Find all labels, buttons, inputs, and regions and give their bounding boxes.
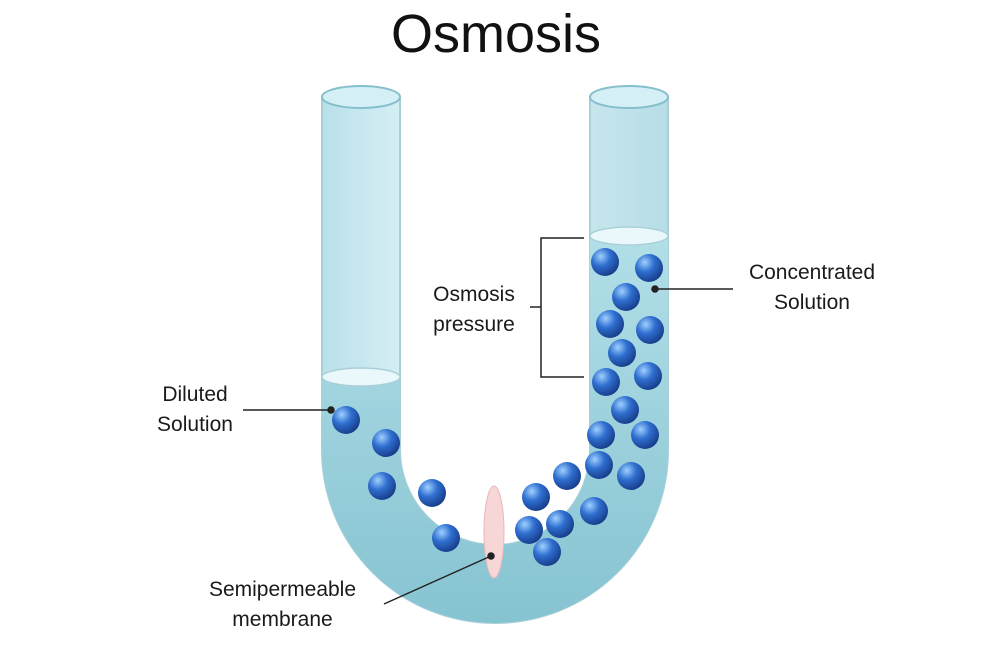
solute-particle-icon (592, 368, 620, 396)
solute-particle-icon (585, 451, 613, 479)
diluted-solution-label: Diluted Solution (140, 380, 250, 440)
concentrated-surface (589, 226, 669, 246)
page-title: Osmosis (390, 4, 601, 64)
solution-liquid (322, 236, 668, 623)
solute-particle-icon (587, 421, 615, 449)
membrane-icon (483, 485, 505, 579)
solute-particle-icon (368, 472, 396, 500)
solute-particle-icon (418, 479, 446, 507)
solute-particle-icon (332, 406, 360, 434)
concentrated-solution-label: Concentrated Solution (732, 258, 892, 318)
diluted-particles (332, 406, 460, 552)
leader-lines (243, 237, 733, 605)
concentrated-label-line2: Solution (774, 291, 850, 314)
concentrated-label-line1: Concentrated (748, 261, 876, 284)
membrane-leader-dot (487, 552, 495, 560)
concentrated-particles (515, 248, 664, 566)
right-tube-opening (589, 85, 669, 109)
concentrated-leader-dot (651, 285, 659, 293)
solute-particle-icon (372, 429, 400, 457)
solute-particle-icon (636, 316, 664, 344)
solute-particle-icon (634, 362, 662, 390)
membrane-label-line1: Semipermeable (208, 578, 357, 601)
solute-particle-icon (617, 462, 645, 490)
pressure-label-line1: Osmosis (433, 283, 515, 306)
pressure-bracket (540, 237, 584, 378)
solute-particle-icon (546, 510, 574, 538)
solute-particle-icon (631, 421, 659, 449)
solute-particle-icon (612, 283, 640, 311)
solute-particle-icon (553, 462, 581, 490)
solute-particle-icon (522, 483, 550, 511)
solute-particle-icon (591, 248, 619, 276)
left-tube-opening (321, 85, 401, 109)
osmosis-pressure-label: Osmosis pressure (424, 280, 524, 340)
semipermeable-membrane-label: Semipermeable membrane (200, 575, 365, 635)
solute-particle-icon (608, 339, 636, 367)
solute-particle-icon (635, 254, 663, 282)
solute-particle-icon (432, 524, 460, 552)
membrane-leader-line (383, 555, 492, 605)
solute-particle-icon (611, 396, 639, 424)
solute-particle-icon (596, 310, 624, 338)
pressure-label-line2: pressure (433, 313, 515, 336)
solute-particle-icon (580, 497, 608, 525)
solute-particle-icon (515, 516, 543, 544)
diluted-surface (321, 367, 401, 387)
membrane-label-line2: membrane (232, 608, 333, 631)
diluted-label-line2: Solution (157, 413, 233, 436)
solute-particle-icon (533, 538, 561, 566)
diluted-leader-dot (327, 406, 335, 414)
diluted-label-line1: Diluted (162, 383, 228, 406)
